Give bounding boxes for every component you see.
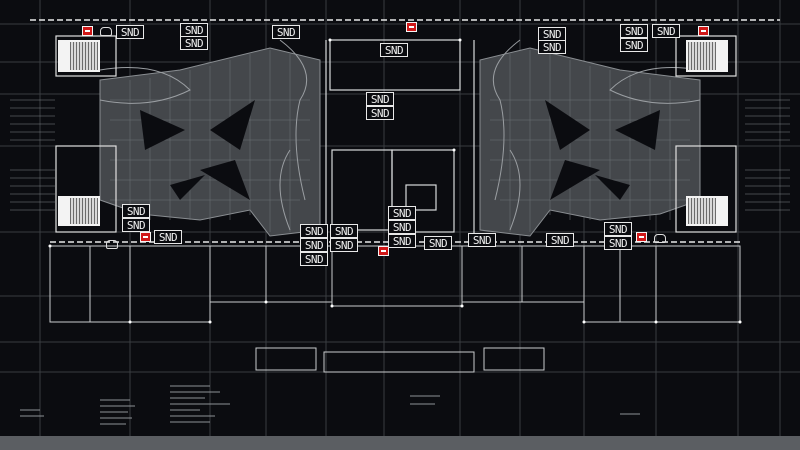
- red-marker-icon[interactable]: [636, 232, 647, 242]
- stair-icon: [58, 40, 100, 72]
- snd-tag[interactable]: SND: [468, 233, 496, 247]
- snd-tag[interactable]: SND: [620, 38, 648, 52]
- wc-icon: [106, 240, 118, 249]
- red-marker-icon[interactable]: [378, 246, 389, 256]
- red-marker-icon[interactable]: [82, 26, 93, 36]
- snd-tag[interactable]: SND: [538, 27, 566, 41]
- snd-tag[interactable]: SND: [300, 238, 328, 252]
- snd-tag[interactable]: SND: [330, 224, 358, 238]
- stair-icon: [58, 196, 100, 226]
- snd-tag[interactable]: SND: [300, 224, 328, 238]
- wc-icon: [100, 27, 112, 36]
- snd-tag[interactable]: SND: [154, 230, 182, 244]
- snd-tag[interactable]: SND: [300, 252, 328, 266]
- floor-plan: [0, 0, 800, 436]
- snd-tag[interactable]: SND: [122, 218, 150, 232]
- snd-tag[interactable]: SND: [366, 92, 394, 106]
- snd-tag[interactable]: SND: [652, 24, 680, 38]
- status-bar: [0, 436, 800, 450]
- snd-tag[interactable]: SND: [388, 206, 416, 220]
- snd-tag[interactable]: SND: [180, 36, 208, 50]
- red-marker-icon[interactable]: [406, 22, 417, 32]
- snd-tag[interactable]: SND: [424, 236, 452, 250]
- snd-tag[interactable]: SND: [538, 40, 566, 54]
- snd-tag[interactable]: SND: [180, 23, 208, 37]
- snd-tag[interactable]: SND: [620, 24, 648, 38]
- snd-tag[interactable]: SND: [122, 204, 150, 218]
- snd-tag[interactable]: SND: [116, 25, 144, 39]
- snd-tag[interactable]: SND: [366, 106, 394, 120]
- snd-tag[interactable]: SND: [330, 238, 358, 252]
- stair-icon: [686, 196, 728, 226]
- snd-tag[interactable]: SND: [546, 233, 574, 247]
- snd-tag[interactable]: SND: [604, 236, 632, 250]
- snd-tag[interactable]: SND: [388, 220, 416, 234]
- stair-icon: [686, 40, 728, 72]
- snd-tag[interactable]: SND: [272, 25, 300, 39]
- red-marker-icon[interactable]: [698, 26, 709, 36]
- snd-tag[interactable]: SND: [604, 222, 632, 236]
- wc-icon: [654, 234, 666, 243]
- snd-tag[interactable]: SND: [388, 234, 416, 248]
- snd-tag[interactable]: SND: [380, 43, 408, 57]
- red-marker-icon[interactable]: [140, 232, 151, 242]
